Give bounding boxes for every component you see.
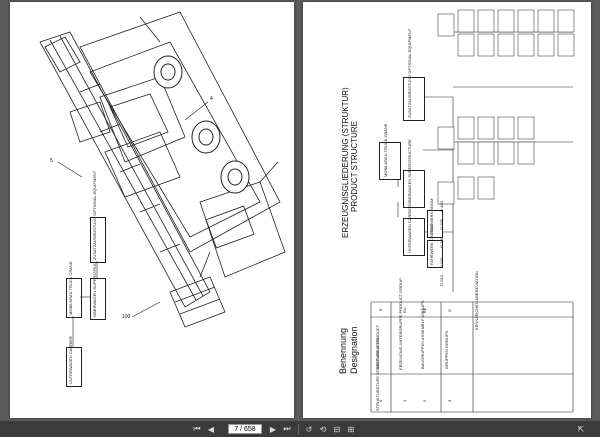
level-code-1: EU <box>402 307 407 313</box>
abbreviation-label: KENNZEICHEN ABBREVIATION <box>474 271 479 330</box>
tree-chassis-label: FAHRWERK CHASSIS <box>429 223 434 265</box>
callout-100: 100 <box>122 314 131 320</box>
level-name-2: BAUGRUPPEN ASSEMBLY GROUPS <box>420 300 425 369</box>
group-code-4: G 200 <box>439 219 444 231</box>
level-code-3: G <box>447 308 452 312</box>
level-num-3: 3 <box>447 399 452 403</box>
rotate-icon[interactable]: ↺ <box>305 424 313 434</box>
box-optional: ZUSATZAUSRÜSTUNG OPTIONAL EQUIPMENT <box>90 171 106 263</box>
tree-boom: TRAGWERK BOOM <box>427 199 443 238</box>
viewer-toolbar: ⏮ ◀ 7 / 658 ▶ ⏭ ↺ ⟲ ⊟ ⊞ ⇱ <box>0 421 600 437</box>
structure-level-label: STRUKTURSTUFE STRUCTURE LEVEL <box>375 336 380 411</box>
first-page-button[interactable]: ⏮ <box>193 424 201 433</box>
last-page-button[interactable]: ⏭ <box>283 424 291 433</box>
structure-table-lines <box>370 9 575 413</box>
level-code-2: BE <box>422 307 427 313</box>
tree-carrier-label: UNTERWAGEN CARRIER <box>407 205 412 253</box>
tree-chassis: FAHRWERK CHASSIS <box>427 223 443 268</box>
box-connectors <box>72 261 98 347</box>
tree-optional-label: ZUSATZAUSRÜSTUNG OPTIONAL EQUIPMENT <box>407 28 412 118</box>
zoom-in-icon[interactable]: ⊞ <box>347 424 355 434</box>
group-code-2: G 041 <box>439 257 444 269</box>
level-name-1: ERZEUGNIS-UNTERGRUPPE PRODUCT GROUP <box>398 278 403 370</box>
level-num-1: 1 <box>402 399 407 403</box>
tree-root: MOBILKRAN TRUCK CRANE <box>379 123 401 180</box>
tree-superstructure-label: OBERWAGEN SUPERSTRUCTURE <box>407 139 412 205</box>
tree-superstructure: OBERWAGEN SUPERSTRUCTURE <box>403 139 425 208</box>
right-page: ERZEUGNISGLIEDERUNG (STRUKTUR) PRODUCT S… <box>303 2 591 418</box>
group-code-3: G 100 <box>439 237 444 249</box>
crane-illustration <box>39 11 286 328</box>
box-truck-crane: MOBILKRAN TRUCK CRANE <box>66 262 82 318</box>
level-num-2: 2 <box>422 399 427 403</box>
tree-optional: ZUSATZAUSRÜSTUNG OPTIONAL EQUIPMENT <box>403 28 425 121</box>
zoom-out-icon[interactable]: ⊟ <box>333 424 341 434</box>
tree-root-label: MOBILKRAN TRUCK CRANE <box>383 123 388 178</box>
fullscreen-icon[interactable]: ⇱ <box>577 424 585 434</box>
level-name-3: GRUPPEN GROUPS <box>444 330 449 369</box>
group-code-5: G 450 <box>439 201 444 213</box>
box-superstructure: OBERWAGEN SUPERSTRUCTURE <box>90 251 106 320</box>
group-code-1: G 010 <box>439 275 444 287</box>
rotate-back-icon[interactable]: ⟲ <box>319 424 327 434</box>
left-page: 4 5 100 UNTERWAGEN CARRIER MOBILKRAN TRU… <box>10 2 294 418</box>
level-code-0: E <box>378 308 383 312</box>
next-page-button[interactable]: ▶ <box>269 424 277 434</box>
tree-carrier: UNTERWAGEN CARRIER <box>403 205 425 256</box>
toolbar-separator <box>298 424 299 434</box>
page-number-field[interactable]: 7 / 658 <box>228 424 262 434</box>
callout-4: 4 <box>210 96 213 102</box>
prev-page-button[interactable]: ◀ <box>207 424 215 434</box>
callout-5: 5 <box>50 158 53 164</box>
box-carrier: UNTERWAGEN CARRIER <box>66 336 82 387</box>
